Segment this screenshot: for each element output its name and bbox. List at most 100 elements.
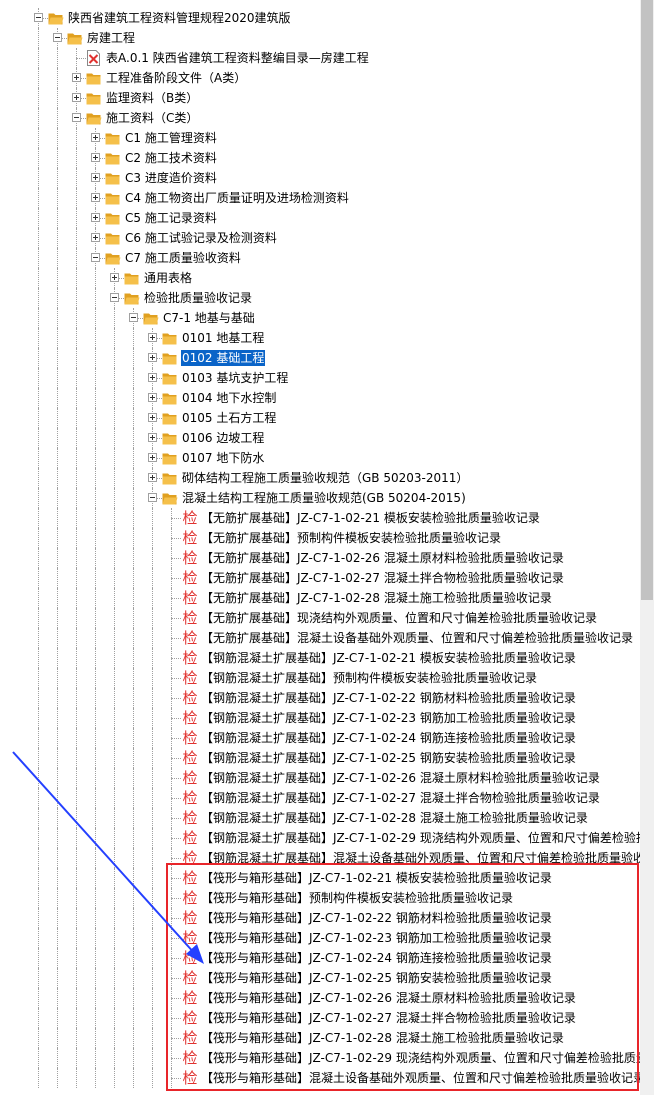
collapse-icon[interactable] (72, 113, 81, 122)
tree-item-label[interactable]: 【钢筋混凝土扩展基础】预制构件模板安装检验批质量验收记录 (201, 671, 538, 685)
expand-icon[interactable] (148, 353, 157, 362)
collapse-icon[interactable] (34, 13, 43, 22)
tree-item[interactable]: 检【无筋扩展基础】JZ-C7-1-02-26 混凝土原材料检验批质量验收记录 (0, 548, 640, 568)
tree-item-label[interactable]: 【筏形与箱形基础】JZ-C7-1-02-25 钢筋安装检验批质量验收记录 (201, 971, 552, 985)
expand-icon[interactable] (91, 233, 100, 242)
tree-item-label[interactable]: 陕西省建筑工程资料管理规程2020建筑版 (68, 11, 291, 25)
tree-item[interactable]: 房建工程 (0, 28, 640, 48)
tree-item-label[interactable]: 【筏形与箱形基础】JZ-C7-1-02-24 钢筋连接检验批质量验收记录 (201, 951, 552, 965)
tree-item-label[interactable]: 【筏形与箱形基础】JZ-C7-1-02-27 混凝土拌合物检验批质量验收记录 (201, 1011, 576, 1025)
tree-item-label[interactable]: 【无筋扩展基础】JZ-C7-1-02-26 混凝土原材料检验批质量验收记录 (201, 551, 564, 565)
tree-item[interactable]: 通用表格 (0, 268, 640, 288)
expand-icon[interactable] (72, 73, 81, 82)
tree-item-label[interactable]: 0107 地下防水 (182, 451, 265, 465)
file-tree[interactable]: 陕西省建筑工程资料管理规程2020建筑版房建工程表A.0.1 陕西省建筑工程资料… (0, 0, 640, 1095)
tree-item-label[interactable]: 【钢筋混凝土扩展基础】JZ-C7-1-02-21 模板安装检验批质量验收记录 (201, 651, 576, 665)
tree-item-label[interactable]: 0102 基础工程 (181, 350, 266, 366)
tree-item-label[interactable]: 【钢筋混凝土扩展基础】JZ-C7-1-02-28 混凝土施工检验批质量验收记录 (201, 811, 588, 825)
tree-item[interactable]: 工程准备阶段文件（A类） (0, 68, 640, 88)
tree-item[interactable]: 检【筏形与箱形基础】JZ-C7-1-02-21 模板安装检验批质量验收记录 (0, 868, 640, 888)
tree-item-label[interactable]: 监理资料（B类） (106, 91, 199, 105)
tree-item-label[interactable]: 【筏形与箱形基础】JZ-C7-1-02-26 混凝土原材料检验批质量验收记录 (201, 991, 576, 1005)
tree-item[interactable]: 检【筏形与箱形基础】JZ-C7-1-02-22 钢筋材料检验批质量验收记录 (0, 908, 640, 928)
tree-item[interactable]: C7 施工质量验收资料 (0, 248, 640, 268)
tree-item-label[interactable]: 【无筋扩展基础】预制构件模板安装检验批质量验收记录 (201, 531, 502, 545)
tree-item[interactable]: 检【无筋扩展基础】JZ-C7-1-02-27 混凝土拌合物检验批质量验收记录 (0, 568, 640, 588)
scrollbar-thumb[interactable] (641, 0, 653, 600)
tree-item[interactable]: 检【筏形与箱形基础】JZ-C7-1-02-29 现浇结构外观质量、位置和尺寸偏差… (0, 1048, 640, 1068)
tree-item-label[interactable]: 【钢筋混凝土扩展基础】JZ-C7-1-02-24 钢筋连接检验批质量验收记录 (201, 731, 576, 745)
tree-item[interactable]: C3 进度造价资料 (0, 168, 640, 188)
tree-item-label[interactable]: C6 施工试验记录及检测资料 (125, 231, 277, 245)
tree-item[interactable]: 检【钢筋混凝土扩展基础】预制构件模板安装检验批质量验收记录 (0, 668, 640, 688)
expand-icon[interactable] (148, 413, 157, 422)
tree-item-label[interactable]: 【筏形与箱形基础】JZ-C7-1-02-23 钢筋加工检验批质量验收记录 (201, 931, 552, 945)
tree-item[interactable]: 检【筏形与箱形基础】JZ-C7-1-02-23 钢筋加工检验批质量验收记录 (0, 928, 640, 948)
collapse-icon[interactable] (148, 493, 157, 502)
tree-item[interactable]: 检【钢筋混凝土扩展基础】JZ-C7-1-02-27 混凝土拌合物检验批质量验收记… (0, 788, 640, 808)
tree-item[interactable]: 砌体结构工程施工质量验收规范（GB 50203-2011） (0, 468, 640, 488)
tree-item[interactable]: 检验批质量验收记录 (0, 288, 640, 308)
tree-item-label[interactable]: 0105 土石方工程 (182, 411, 277, 425)
tree-item[interactable]: 检【钢筋混凝土扩展基础】JZ-C7-1-02-23 钢筋加工检验批质量验收记录 (0, 708, 640, 728)
expand-icon[interactable] (148, 453, 157, 462)
tree-item-label[interactable]: 【筏形与箱形基础】预制构件模板安装检验批质量验收记录 (201, 891, 514, 905)
tree-item[interactable]: 检【筏形与箱形基础】预制构件模板安装检验批质量验收记录 (0, 888, 640, 908)
tree-item-label[interactable]: 【钢筋混凝土扩展基础】JZ-C7-1-02-26 混凝土原材料检验批质量验收记录 (201, 771, 600, 785)
tree-item[interactable]: 检【筏形与箱形基础】JZ-C7-1-02-26 混凝土原材料检验批质量验收记录 (0, 988, 640, 1008)
vertical-scrollbar[interactable] (640, 0, 654, 1095)
tree-item[interactable]: 检【筏形与箱形基础】JZ-C7-1-02-25 钢筋安装检验批质量验收记录 (0, 968, 640, 988)
tree-item[interactable]: C2 施工技术资料 (0, 148, 640, 168)
collapse-icon[interactable] (110, 293, 119, 302)
tree-item-label[interactable]: C7 施工质量验收资料 (125, 251, 241, 265)
tree-item-label[interactable]: 表A.0.1 陕西省建筑工程资料整编目录—房建工程 (106, 51, 369, 65)
tree-item[interactable]: 检【钢筋混凝土扩展基础】混凝土设备基础外观质量、位置和尺寸偏差检验批质量验收 (0, 848, 640, 868)
expand-icon[interactable] (91, 133, 100, 142)
tree-item[interactable]: 检【无筋扩展基础】现浇结构外观质量、位置和尺寸偏差检验批质量验收记录 (0, 608, 640, 628)
tree-item[interactable]: 检【无筋扩展基础】JZ-C7-1-02-21 模板安装检验批质量验收记录 (0, 508, 640, 528)
tree-item[interactable]: 监理资料（B类） (0, 88, 640, 108)
tree-item[interactable]: 混凝土结构工程施工质量验收规范(GB 50204-2015) (0, 488, 640, 508)
expand-icon[interactable] (72, 93, 81, 102)
tree-item-label[interactable]: 【无筋扩展基础】JZ-C7-1-02-21 模板安装检验批质量验收记录 (201, 511, 540, 525)
tree-item[interactable]: C6 施工试验记录及检测资料 (0, 228, 640, 248)
tree-item-label[interactable]: 检验批质量验收记录 (144, 291, 253, 305)
expand-icon[interactable] (110, 273, 119, 282)
tree-item-label[interactable]: C1 施工管理资料 (125, 131, 217, 145)
tree-item-label[interactable]: 【无筋扩展基础】JZ-C7-1-02-28 混凝土施工检验批质量验收记录 (201, 591, 552, 605)
tree-item-label[interactable]: 工程准备阶段文件（A类） (106, 71, 247, 85)
expand-icon[interactable] (91, 173, 100, 182)
collapse-icon[interactable] (91, 253, 100, 262)
tree-item[interactable]: 检【钢筋混凝土扩展基础】JZ-C7-1-02-29 现浇结构外观质量、位置和尺寸… (0, 828, 640, 848)
tree-item-label[interactable]: 【钢筋混凝土扩展基础】JZ-C7-1-02-27 混凝土拌合物检验批质量验收记录 (201, 791, 600, 805)
tree-item-label[interactable]: 【筏形与箱形基础】混凝土设备基础外观质量、位置和尺寸偏差检验批质量验收记录 (201, 1071, 640, 1085)
expand-icon[interactable] (91, 193, 100, 202)
collapse-icon[interactable] (129, 313, 138, 322)
tree-item[interactable]: 检【无筋扩展基础】JZ-C7-1-02-28 混凝土施工检验批质量验收记录 (0, 588, 640, 608)
tree-item[interactable]: 检【无筋扩展基础】混凝土设备基础外观质量、位置和尺寸偏差检验批质量验收记录 (0, 628, 640, 648)
tree-item[interactable]: 检【钢筋混凝土扩展基础】JZ-C7-1-02-25 钢筋安装检验批质量验收记录 (0, 748, 640, 768)
tree-item[interactable]: 陕西省建筑工程资料管理规程2020建筑版 (0, 8, 640, 28)
expand-icon[interactable] (91, 153, 100, 162)
tree-item-label[interactable]: 【筏形与箱形基础】JZ-C7-1-02-29 现浇结构外观质量、位置和尺寸偏差检… (201, 1051, 640, 1065)
tree-item-label[interactable]: 【无筋扩展基础】混凝土设备基础外观质量、位置和尺寸偏差检验批质量验收记录 (201, 631, 634, 645)
tree-item[interactable]: 0104 地下水控制 (0, 388, 640, 408)
expand-icon[interactable] (148, 393, 157, 402)
tree-item[interactable]: 0102 基础工程 (0, 348, 640, 368)
expand-icon[interactable] (148, 333, 157, 342)
tree-item-label[interactable]: 【钢筋混凝土扩展基础】JZ-C7-1-02-29 现浇结构外观质量、位置和尺寸偏… (201, 831, 640, 845)
tree-item-label[interactable]: 【钢筋混凝土扩展基础】JZ-C7-1-02-25 钢筋安装检验批质量验收记录 (201, 751, 576, 765)
tree-item[interactable]: 检【钢筋混凝土扩展基础】JZ-C7-1-02-26 混凝土原材料检验批质量验收记… (0, 768, 640, 788)
tree-item[interactable]: 0107 地下防水 (0, 448, 640, 468)
tree-item[interactable]: C5 施工记录资料 (0, 208, 640, 228)
tree-item-label[interactable]: 混凝土结构工程施工质量验收规范(GB 50204-2015) (182, 491, 466, 505)
tree-item-label[interactable]: C4 施工物资出厂质量证明及进场检测资料 (125, 191, 349, 205)
tree-item-label[interactable]: 通用表格 (144, 271, 193, 285)
tree-item[interactable]: 0101 地基工程 (0, 328, 640, 348)
tree-item-label[interactable]: 【无筋扩展基础】JZ-C7-1-02-27 混凝土拌合物检验批质量验收记录 (201, 571, 564, 585)
tree-item[interactable]: 检【筏形与箱形基础】混凝土设备基础外观质量、位置和尺寸偏差检验批质量验收记录 (0, 1068, 640, 1088)
tree-item[interactable]: 检【钢筋混凝土扩展基础】JZ-C7-1-02-21 模板安装检验批质量验收记录 (0, 648, 640, 668)
tree-item[interactable]: 检【钢筋混凝土扩展基础】JZ-C7-1-02-22 钢筋材料检验批质量验收记录 (0, 688, 640, 708)
tree-item[interactable]: 检【钢筋混凝土扩展基础】JZ-C7-1-02-24 钢筋连接检验批质量验收记录 (0, 728, 640, 748)
tree-item-label[interactable]: 砌体结构工程施工质量验收规范（GB 50203-2011） (182, 471, 469, 485)
